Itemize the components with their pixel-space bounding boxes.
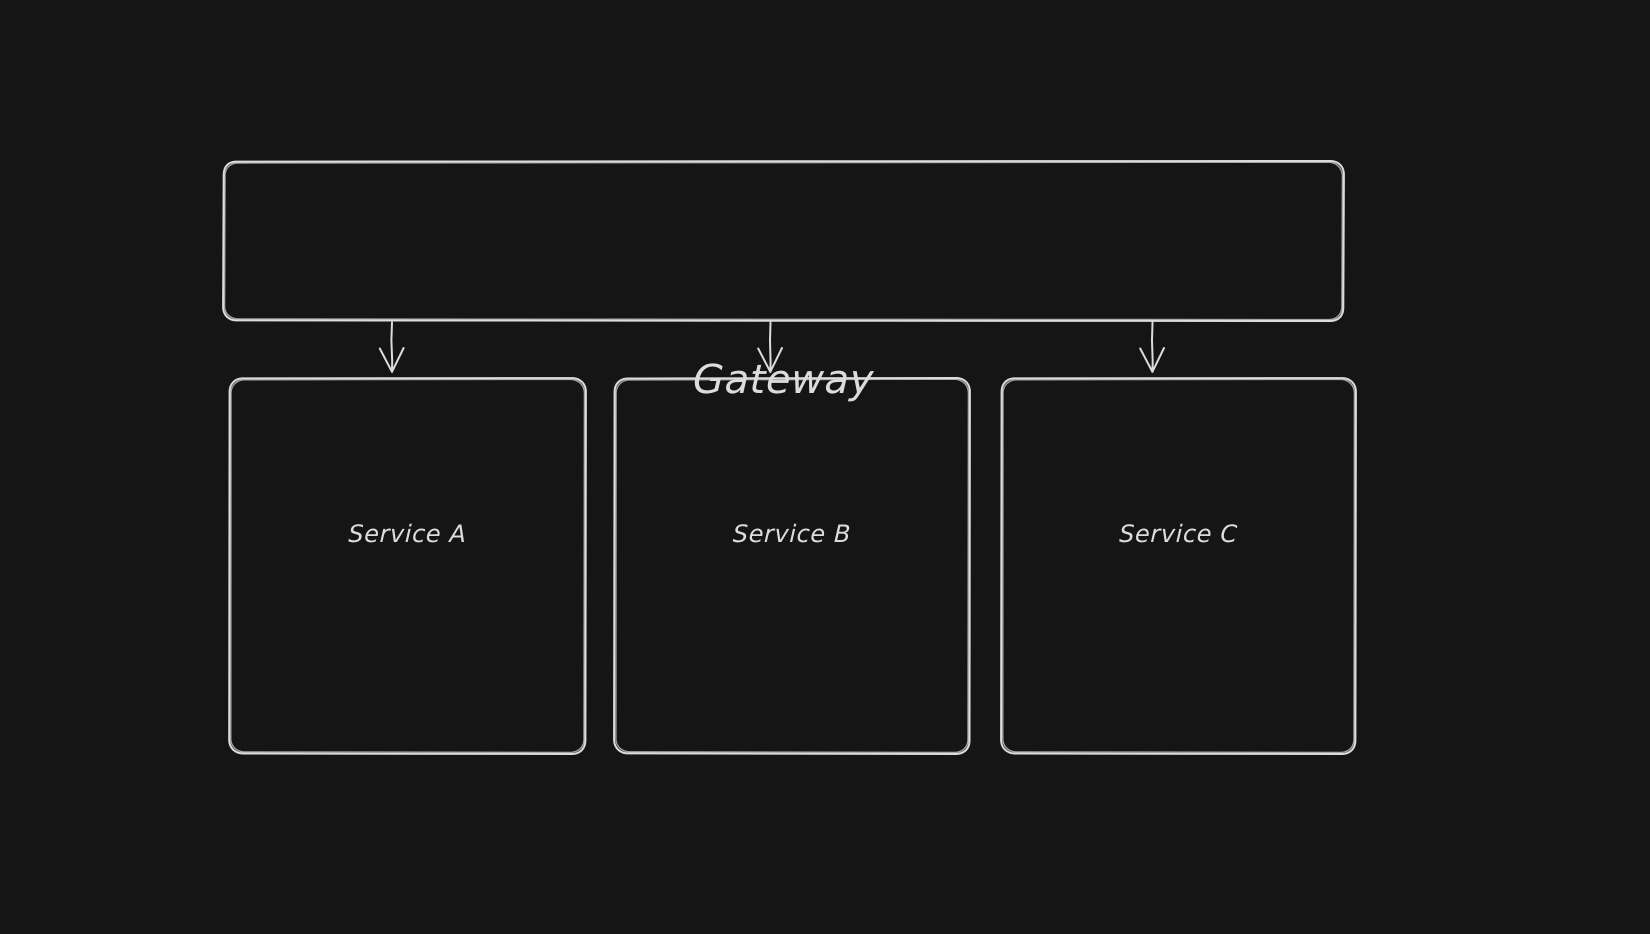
service-a-box-outline [228, 377, 587, 755]
service-c-label: Service C [1118, 520, 1239, 548]
service-c-box-outline [1000, 377, 1357, 755]
gateway-box-outline [222, 160, 1345, 322]
service-b-node[interactable]: Service B [613, 377, 971, 755]
gateway-node[interactable]: Gateway [222, 160, 1345, 403]
service-a-label: Service A [347, 520, 468, 548]
service-a-node[interactable]: Service A [228, 377, 587, 755]
service-b-box-outline [613, 377, 971, 755]
service-c-node[interactable]: Service C [1000, 377, 1357, 755]
service-b-label: Service B [732, 520, 852, 548]
